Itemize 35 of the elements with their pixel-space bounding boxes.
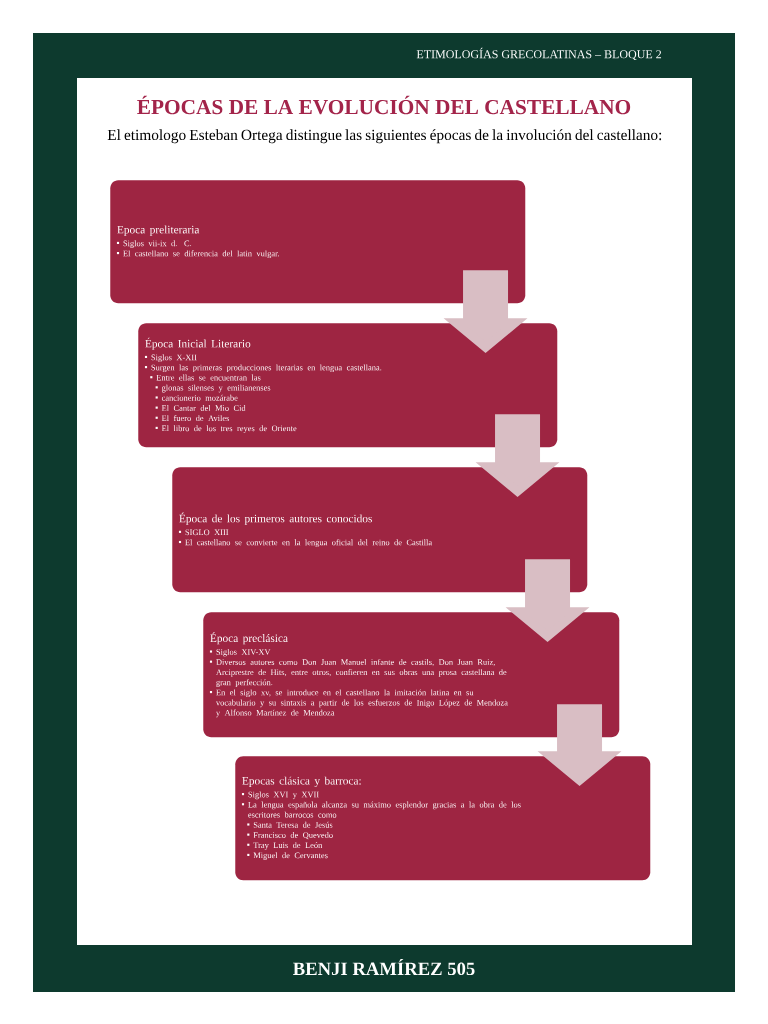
heading: Época de los primeros autores conocidos	[179, 512, 372, 525]
title: ÉPOCAS DE LA EVOLUCIÓN DEL CASTELLANO	[137, 95, 631, 115]
footer-text: BENJI RAMÍREZ 505	[293, 958, 475, 976]
heading: Epoca preliteraria	[117, 225, 200, 236]
heading: Epocas clásica y barroca:	[242, 776, 361, 787]
bullet-item: El castellano se diferencia del latin vulgar.	[116, 250, 279, 259]
bullet-item: Santa Teresa de Jesús	[247, 821, 333, 828]
bullet-item: El Cantar del Mio Cid	[155, 405, 246, 411]
bullet-item: Francisco de Quevedo	[247, 832, 333, 840]
bullet-item: Siglos vii-ix d. C.	[116, 240, 192, 248]
period-box	[203, 612, 620, 738]
period-box	[138, 323, 558, 448]
bullet-item: glonas silenses y emilianenses	[155, 384, 271, 393]
heading: Época Inicial Literario	[145, 337, 251, 350]
bullet-item: Entre ellas se encuentran las	[150, 374, 261, 381]
bullet-item: Siglos X-XII	[144, 354, 197, 362]
bullet-item: Miguel de Cervantes	[247, 852, 328, 860]
period-box	[172, 467, 588, 593]
bullet-item: cancionerio mozárabe	[155, 394, 238, 401]
bullet-item: El castellano se convierte en la lengua oficial del reino de Castilla	[178, 539, 432, 547]
bullet-item: Siglos XIV-XV	[209, 648, 271, 657]
period-box	[110, 180, 526, 304]
header-text: ETIMOLOGÍAS GRECOLATINAS – BLOQUE 2	[416, 47, 662, 61]
bullet-item: Surgen las primeras producciones lterarias en lengua castellana.	[144, 364, 382, 373]
bullet-item: El libro de los tres reyes de Oriente	[155, 425, 297, 433]
intro-text: El etimologo Esteban Ortega distingue las siguientes épocas de la involución del castellano:	[107, 129, 662, 144]
bullet-item: Diversos autores como Don Juan Manuel infante de castils, Don Juan Ruiz, Arciprestre de Hits, entre otros, confieren en sus obras una prosa castellana de gran perfección.	[209, 658, 507, 687]
bullet-item: La lengua española alcanza su máximo esplendor gracias a la obra de los escritores barrocos como	[241, 801, 521, 818]
bullet-item: Siglos XVI y XVII	[241, 791, 319, 800]
bullet-item: SIGLO XIII	[178, 529, 229, 536]
bullet-item: En el siglo xv, se introduce en el castellano la imitación latina en su vocabulario y su sintaxis a partir de los esfuerzos de Inigo López de Mendoza y Alfonso Martínez de Mendoza	[209, 689, 508, 718]
heading: Época preclásica	[210, 632, 288, 645]
period-box	[235, 756, 651, 881]
bullet-item: El fuero de Aviles	[155, 415, 230, 422]
bullet-item: Tray Luis de León	[247, 842, 323, 850]
